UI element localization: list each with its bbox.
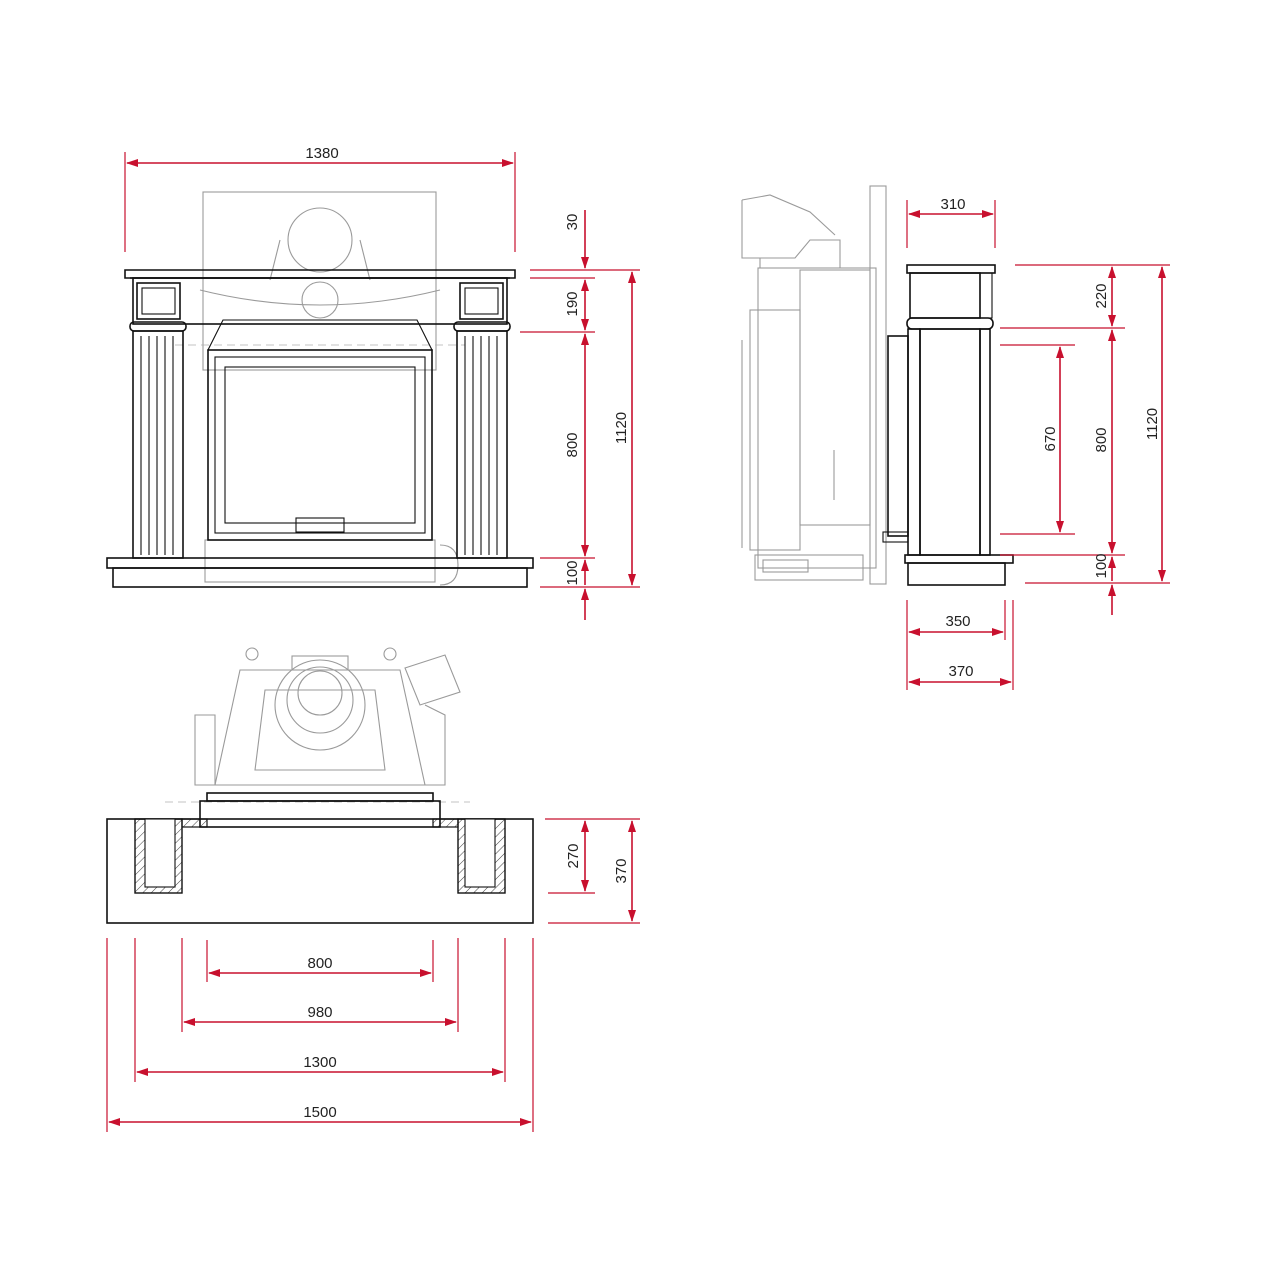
dim-depth-370: 370 — [948, 663, 973, 680]
dim-width-1380: 1380 — [305, 145, 338, 162]
dim-height-190: 190 — [564, 291, 581, 316]
plan-view — [106, 647, 534, 924]
side-dimensions: 310 220 670 800 100 1120 350 370 — [906, 196, 1170, 690]
side-view — [741, 185, 1014, 586]
insert-ghost-side — [741, 185, 887, 585]
dim-height-670: 670 — [1042, 426, 1059, 451]
dim-total-height-1120: 1120 — [613, 412, 630, 444]
dim-height-100: 100 — [564, 560, 581, 585]
dim-height-220: 220 — [1093, 283, 1110, 308]
dim-width-1300: 1300 — [303, 1054, 336, 1071]
dim-width-800-plan: 800 — [307, 955, 332, 972]
dim-height-30: 30 — [564, 214, 581, 231]
plan-dimensions: 270 370 800 980 1300 1500 — [106, 818, 640, 1132]
insert-ghost-front — [175, 191, 465, 586]
dim-total-height-1120-side: 1120 — [1144, 408, 1161, 440]
insert-ghost-plan — [165, 647, 470, 803]
dim-height-100-side: 100 — [1093, 553, 1110, 578]
dim-height-800: 800 — [564, 432, 581, 457]
front-dimensions: 1380 30 190 800 100 1120 — [124, 145, 640, 620]
dim-width-1500: 1500 — [303, 1104, 336, 1121]
dim-depth-350: 350 — [945, 613, 970, 630]
front-view — [106, 191, 534, 588]
dim-height-800-side: 800 — [1093, 427, 1110, 452]
dim-depth-270: 270 — [565, 843, 582, 868]
dim-depth-370-plan: 370 — [613, 858, 630, 883]
dim-width-980: 980 — [307, 1004, 332, 1021]
dim-depth-310: 310 — [940, 196, 965, 213]
